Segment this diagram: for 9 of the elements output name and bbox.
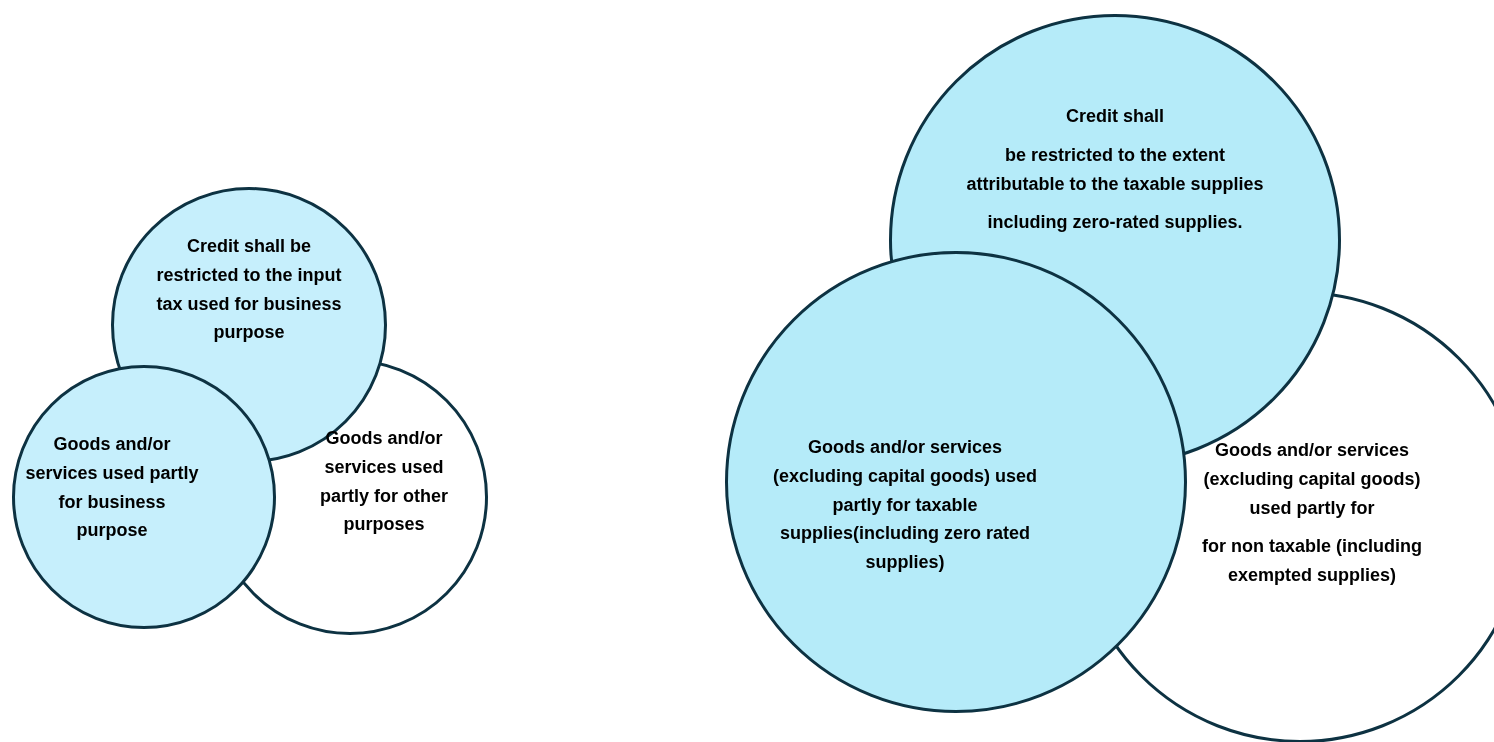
circle-text: be restricted to the extent attributable to the taxable supplies (965, 143, 1265, 196)
circle-text: Goods and/or services (excluding capital goods) used partly for taxable supplies(including zero rated supplies) (771, 436, 1038, 575)
circle-text: including zero-rated supplies. (986, 211, 1244, 235)
circle-text: Credit shall (1065, 105, 1165, 128)
circle-text: Goods and/or services (excluding capital goods) used partly for (1202, 439, 1422, 520)
circle-text: Goods and/or services used partly for other purposes (319, 427, 449, 537)
circle-text: Credit shall be restricted to the input tax used for business purpose (155, 235, 343, 345)
circle-text: for non taxable (including exempted supplies) (1201, 535, 1423, 588)
circle-text: Goods and/or services used partly for business purpose (24, 433, 200, 543)
